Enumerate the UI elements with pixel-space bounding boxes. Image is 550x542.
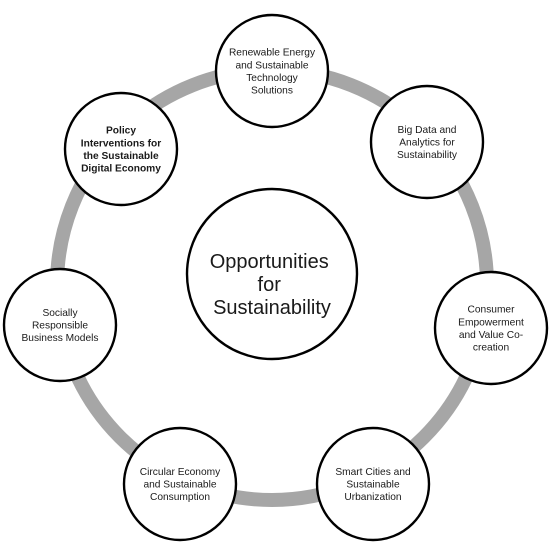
node-circle-smart-cities xyxy=(315,426,431,542)
node-circle-consumer-empowerment xyxy=(433,270,549,386)
node-label-line: Technology xyxy=(246,73,298,84)
center-node: Opportunities for Sustainability xyxy=(185,187,359,361)
node-label-line: Solutions xyxy=(251,85,293,96)
node-label-line: Socially xyxy=(42,308,78,319)
node-label-line: and Sustainable xyxy=(143,480,216,491)
center-line-1: Opportunities xyxy=(210,251,329,273)
node-label-line: and Value Co- xyxy=(459,330,523,341)
node-label-line: Big Data and xyxy=(398,125,457,136)
node-label-line: Business Models xyxy=(21,333,98,344)
center-line-3: Sustainability xyxy=(213,297,331,319)
node-label-line: Empowerment xyxy=(458,317,524,328)
center-label: Opportunities for Sustainability xyxy=(210,251,335,319)
center-line-2: for xyxy=(258,274,282,296)
node-label-line: and Sustainable xyxy=(235,60,308,71)
node-label-line: Smart Cities and xyxy=(335,467,411,478)
node-circle-policy-interventions xyxy=(63,91,179,207)
node-circle-big-data xyxy=(369,84,485,200)
node-label-line: Sustainability xyxy=(397,150,458,161)
node-label-line: Policy xyxy=(106,126,136,137)
node-label-line: Responsible xyxy=(32,321,88,332)
node-circle-circular-economy xyxy=(122,426,238,542)
node-label-line: creation xyxy=(473,342,509,353)
node-label-line: Circular Economy xyxy=(140,467,221,478)
node-label-line: Urbanization xyxy=(344,492,401,503)
node-label-line: Digital Economy xyxy=(81,163,161,174)
node-circle-renewable-energy xyxy=(214,13,330,129)
node-label-line: Consumption xyxy=(150,492,210,503)
node-label-line: Consumer xyxy=(468,305,516,316)
node-label-line: Analytics for xyxy=(399,138,455,149)
node-label-line: the Sustainable xyxy=(83,151,159,162)
node-circle-socially-responsible xyxy=(2,267,118,383)
node-label-line: Renewable Energy xyxy=(229,48,316,59)
node-label-line: Sustainable xyxy=(346,480,400,491)
node-label-line: Interventions for xyxy=(81,138,161,149)
